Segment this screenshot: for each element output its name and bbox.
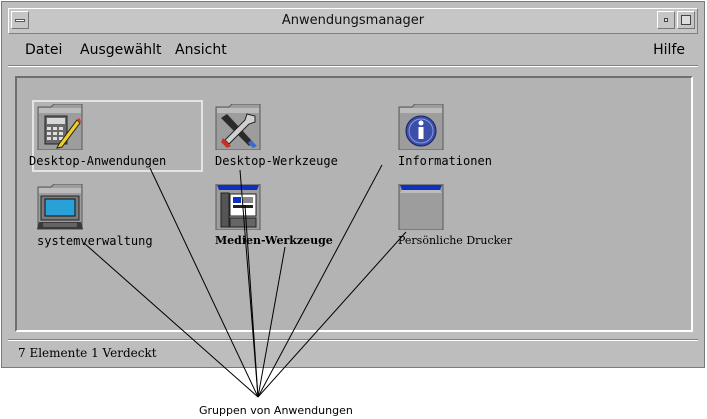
folder-icon [398, 184, 444, 230]
title-bar[interactable]: Anwendungsmanager [8, 8, 698, 34]
minimize-button[interactable] [657, 11, 675, 29]
group-label: Desktop-Anwendungen [29, 154, 167, 168]
tools-icon [215, 104, 261, 150]
window-title: Anwendungsmanager [281, 13, 425, 28]
maximize-icon [681, 15, 691, 25]
application-window: Anwendungsmanager Datei Ausgewählt Ansic… [1, 1, 705, 368]
info-icon [398, 104, 444, 150]
window-menu-button[interactable] [11, 11, 29, 29]
maximize-button[interactable] [677, 11, 695, 29]
menu-datei[interactable]: Datei [25, 42, 63, 58]
window-menu-icon [15, 19, 25, 22]
status-bar-text: 7 Elemente 1 Verdeckt [18, 346, 157, 360]
group-label: systemverwaltung [37, 234, 153, 248]
group-label: Persönliche Drucker [398, 234, 513, 247]
calculator-pencil-icon [37, 104, 83, 150]
group-label: Desktop-Werkzeuge [215, 154, 338, 168]
media-tools-icon [215, 184, 261, 230]
menubar-divider [8, 65, 698, 67]
minimize-icon [664, 18, 668, 22]
menu-bar: Datei Ausgewählt Ansicht Hilfe [8, 36, 698, 66]
computer-monitor-icon [37, 184, 83, 230]
callout-caption: Gruppen von Anwendungen [199, 404, 353, 417]
statusbar-divider [8, 339, 698, 341]
application-groups-area[interactable]: Desktop-Anwendungen Desktop-Werkzeuge [15, 76, 693, 332]
group-label: Medien-Werkzeuge [215, 234, 333, 247]
menu-hilfe[interactable]: Hilfe [653, 42, 685, 58]
selection-frame [32, 100, 203, 172]
menu-ansicht[interactable]: Ansicht [175, 42, 227, 58]
menu-ausgewaehlt[interactable]: Ausgewählt [80, 42, 162, 58]
group-label: Informationen [398, 154, 492, 168]
